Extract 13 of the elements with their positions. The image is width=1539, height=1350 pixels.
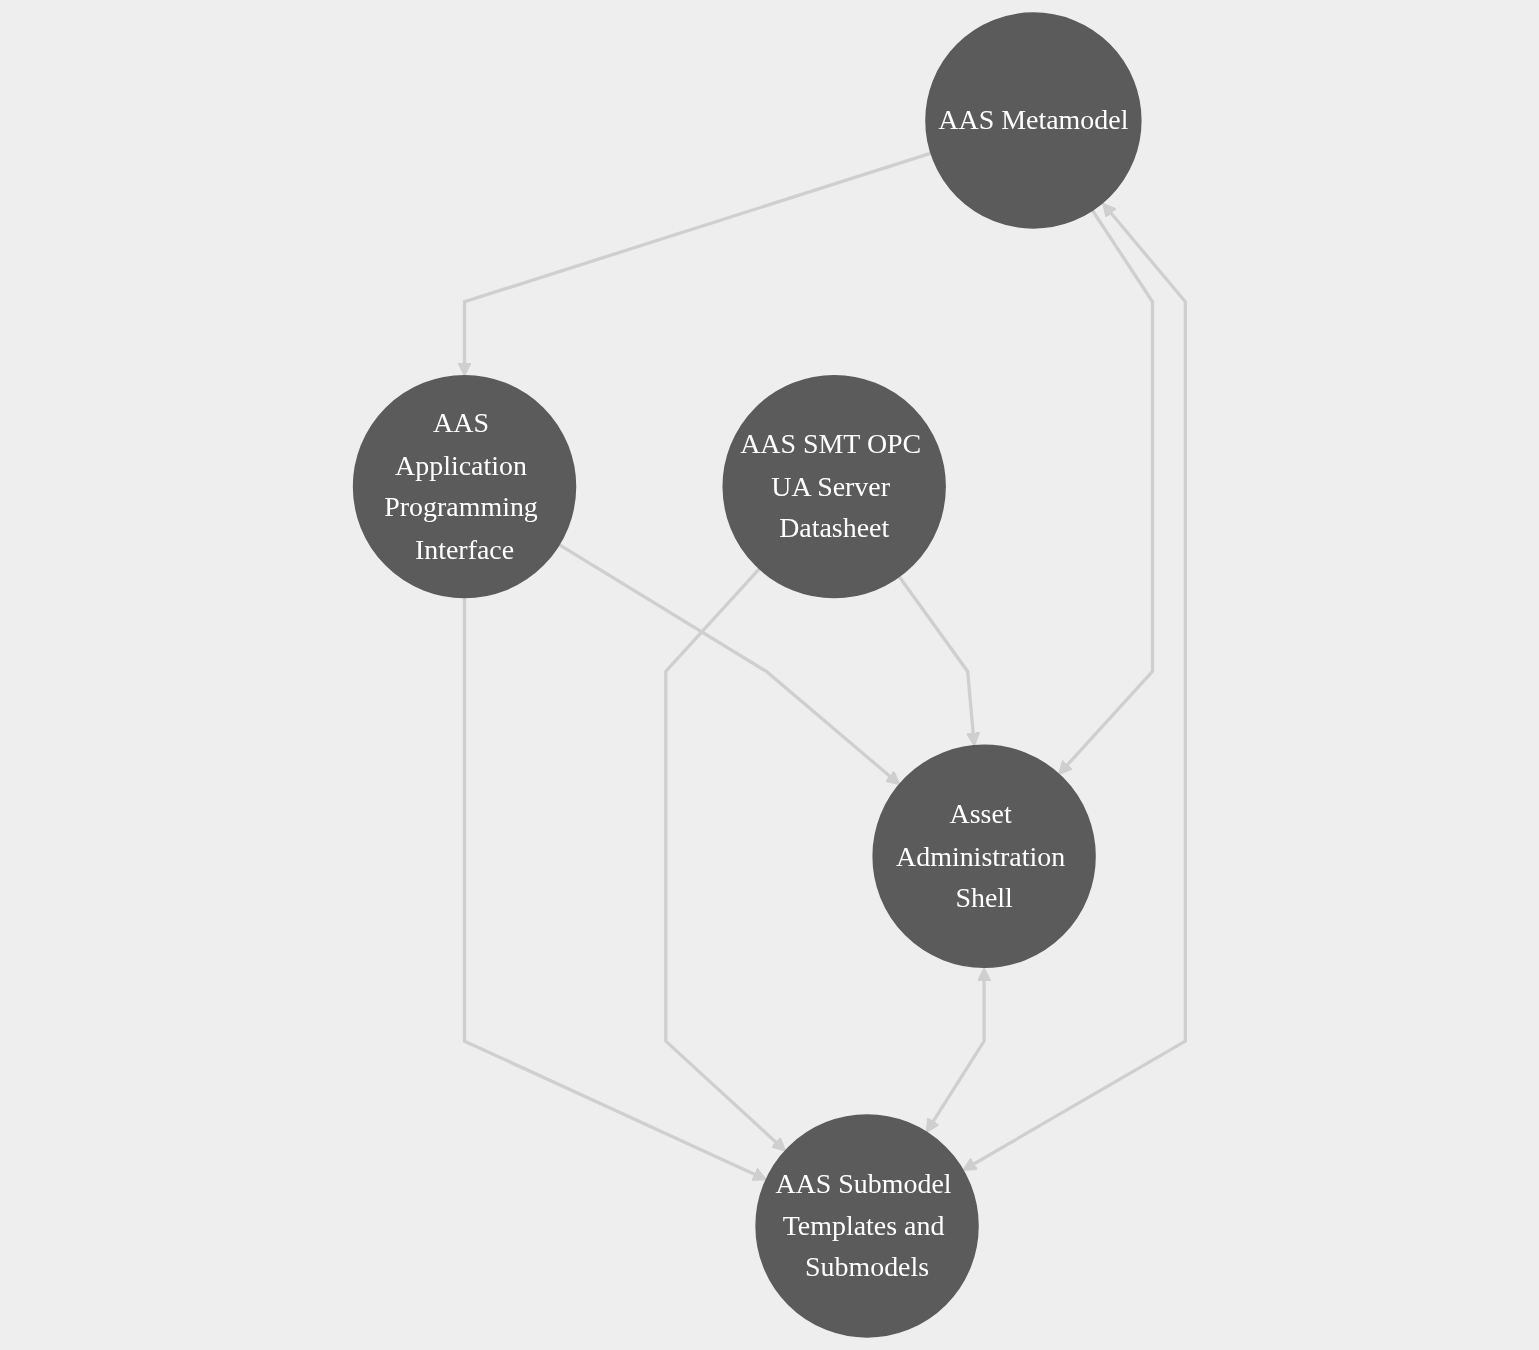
- node-circle: AAS Metamodel: [925, 12, 1142, 229]
- arrow: [1058, 209, 1155, 775]
- arrow: [925, 967, 992, 1133]
- arrow: [897, 575, 981, 747]
- node-circle: AAS SMT OPC UA Server Datasheet: [722, 374, 946, 599]
- arrow: [558, 543, 901, 786]
- node-circle: AAS Submodel Templates and Submodels: [755, 1114, 979, 1338]
- arrow: [462, 597, 767, 1181]
- arrow: [962, 202, 1187, 1171]
- arrow: [664, 567, 787, 1152]
- arrow: [457, 151, 932, 377]
- node-circle: Asset Administration Shell: [872, 744, 1096, 968]
- node-circle: AAS Application Programming Interface: [352, 374, 577, 599]
